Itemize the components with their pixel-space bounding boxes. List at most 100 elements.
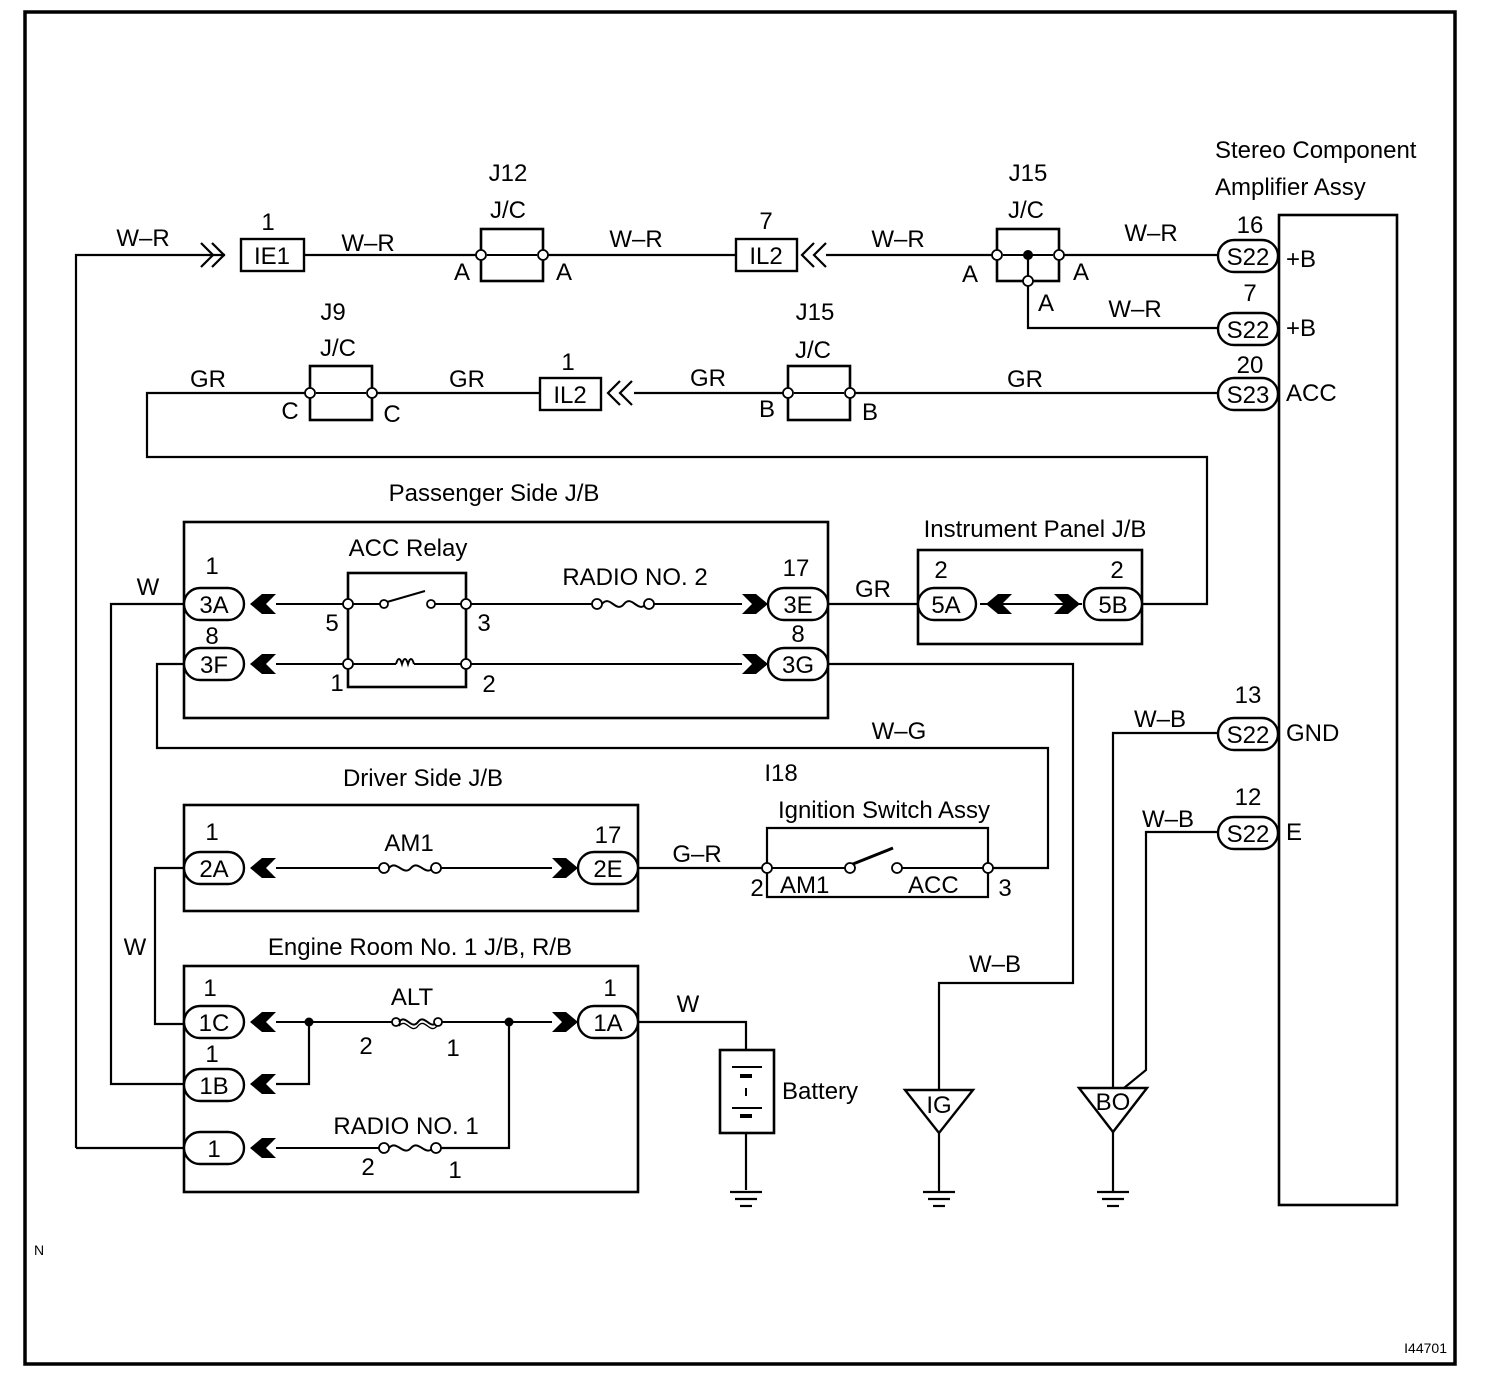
conn-1c-code: 1C [199,1010,230,1037]
j15-top-pin-bottom: A [1038,290,1054,317]
acc-relay-title: ACC Relay [349,535,468,562]
ie1-pin: 1 [261,209,274,236]
s22-b1-signal: +B [1286,246,1316,273]
wire-label-wr-1: W–R [116,225,169,252]
wire-label-wr-5: W–R [1124,220,1177,247]
j15-mid-pin-right: B [862,399,878,426]
il2-top-pin: 7 [759,208,772,235]
driver-jb-title: Driver Side J/B [343,765,503,792]
conn-5a-code: 5A [931,592,960,619]
s22-gnd-code: S22 [1227,722,1270,749]
conn-2e-code: 2E [593,856,622,883]
conn-5a-pin: 2 [934,557,947,584]
junction-j9: J9 J/C C C [281,299,400,428]
conn-3e-code: 3E [783,592,812,619]
passenger-jb-title: Passenger Side J/B [389,480,600,507]
relay-pin-5: 5 [325,610,338,637]
il2-top-code: IL2 [749,243,782,270]
battery-label: Battery [782,1078,858,1105]
wire-label-wb-3: W–B [1142,806,1194,833]
ground-bo-label: BO [1096,1089,1131,1116]
wire-label-w-3: W [677,991,700,1018]
s22-gnd-signal: GND [1286,720,1339,747]
s22-e-pin: 12 [1235,784,1262,811]
il2-mid-code: IL2 [553,382,586,409]
junction-j15-mid: J15 J/C B B [759,299,878,426]
ignition-pin-2: 2 [750,875,763,902]
radio1-pin-1: 1 [448,1157,461,1184]
conn-3f-code: 3F [200,652,228,679]
s22-e-code: S22 [1227,821,1270,848]
j12-pin-left: A [454,259,470,286]
ground-ig: IG [902,1088,976,1208]
j15-mid-code: J15 [796,299,835,326]
conn-2a-code: 2A [199,856,228,883]
connector-s22-plus-b-1: S22 16 +B [1216,212,1316,274]
stereo-amp-title-line2: Amplifier Assy [1215,174,1366,201]
conn-1b-code: 1B [199,1073,228,1100]
s23-signal: ACC [1286,380,1337,407]
j12-code: J12 [489,160,528,187]
j12-type: J/C [490,197,526,224]
conn-3f-pin: 8 [205,623,218,650]
wire-label-wr-6: W–R [1108,296,1161,323]
j15-mid-pin-left: B [759,396,775,423]
conn-5b-pin: 2 [1110,557,1123,584]
wire-label-wr-2: W–R [341,230,394,257]
wire-label-gr-2: GR [449,366,485,393]
alt-pin-1: 1 [446,1035,459,1062]
conn-1c-pin: 1 [203,975,216,1002]
conn-1a-code: 1A [593,1010,622,1037]
fuse-radio-2-label: RADIO NO. 2 [562,564,707,591]
passenger-side-jb: Passenger Side J/B ACC Relay 5 3 1 2 RAD… [182,480,830,720]
wire-label-gr-3: GR [690,365,726,392]
connector-il2-mid: IL2 1 [538,349,633,412]
il2-mid-pin: 1 [561,349,574,376]
alt-pin-2: 2 [359,1033,372,1060]
fuse-am1-label: AM1 [384,830,433,857]
connector-s23-acc: S23 20 ACC [1216,352,1337,412]
ground-bo: BO [1076,1086,1150,1208]
instrument-jb-title: Instrument Panel J/B [924,516,1147,543]
fuse-radio-1-label: RADIO NO. 1 [333,1113,478,1140]
wire-label-gr-5: GR [855,576,891,603]
connector-s22-gnd: S22 13 GND [1216,682,1339,752]
junction-j12: J12 J/C A A [454,160,572,286]
j12-pin-right: A [556,259,572,286]
radio1-pin-2: 2 [361,1154,374,1181]
ignition-acc: ACC [908,872,959,899]
wire-label-wb-1: W–B [969,951,1021,978]
wire-label-w-1: W [137,574,160,601]
s23-code: S23 [1227,382,1270,409]
conn-5b-code: 5B [1098,592,1127,619]
wire-labels: W–R W–R W–R W–R W–R W–R GR GR GR GR GR W… [116,220,1194,1018]
j15-mid-type: J/C [795,337,831,364]
relay-pin-3: 3 [477,610,490,637]
stereo-amp-title-line1: Stereo Component [1215,137,1417,164]
ie1-code: IE1 [254,243,290,270]
ignition-code: I18 [764,760,797,787]
j15-top-code: J15 [1009,160,1048,187]
j15-top-pin-right: A [1073,259,1089,286]
conn-3g-pin: 8 [791,621,804,648]
conn-1-code: 1 [207,1136,220,1163]
connector-s22-plus-b-2: S22 7 +B [1216,280,1316,347]
stereo-amplifier: Stereo Component Amplifier Assy [1215,137,1417,1207]
battery: Battery [718,1048,858,1208]
j9-pin-left: C [281,398,298,425]
conn-2e-pin: 17 [595,822,622,849]
j9-code: J9 [320,299,345,326]
s22-gnd-pin: 13 [1235,682,1262,709]
j15-top-pin-left: A [962,261,978,288]
wire-label-gr-g: G–R [672,841,721,868]
s22-b1-pin: 16 [1237,212,1264,239]
ground-ig-label: IG [926,1092,951,1119]
corner-mark: N [34,1242,44,1258]
conn-3a-pin: 1 [205,553,218,580]
relay-pin-2: 2 [482,671,495,698]
s22-b2-code: S22 [1227,317,1270,344]
conn-3g-code: 3G [782,652,814,679]
ignition-switch: I18 Ignition Switch Assy AM1 ACC 2 3 [750,760,1011,902]
relay-pin-1: 1 [330,670,343,697]
wire-label-wg: W–G [872,718,927,745]
